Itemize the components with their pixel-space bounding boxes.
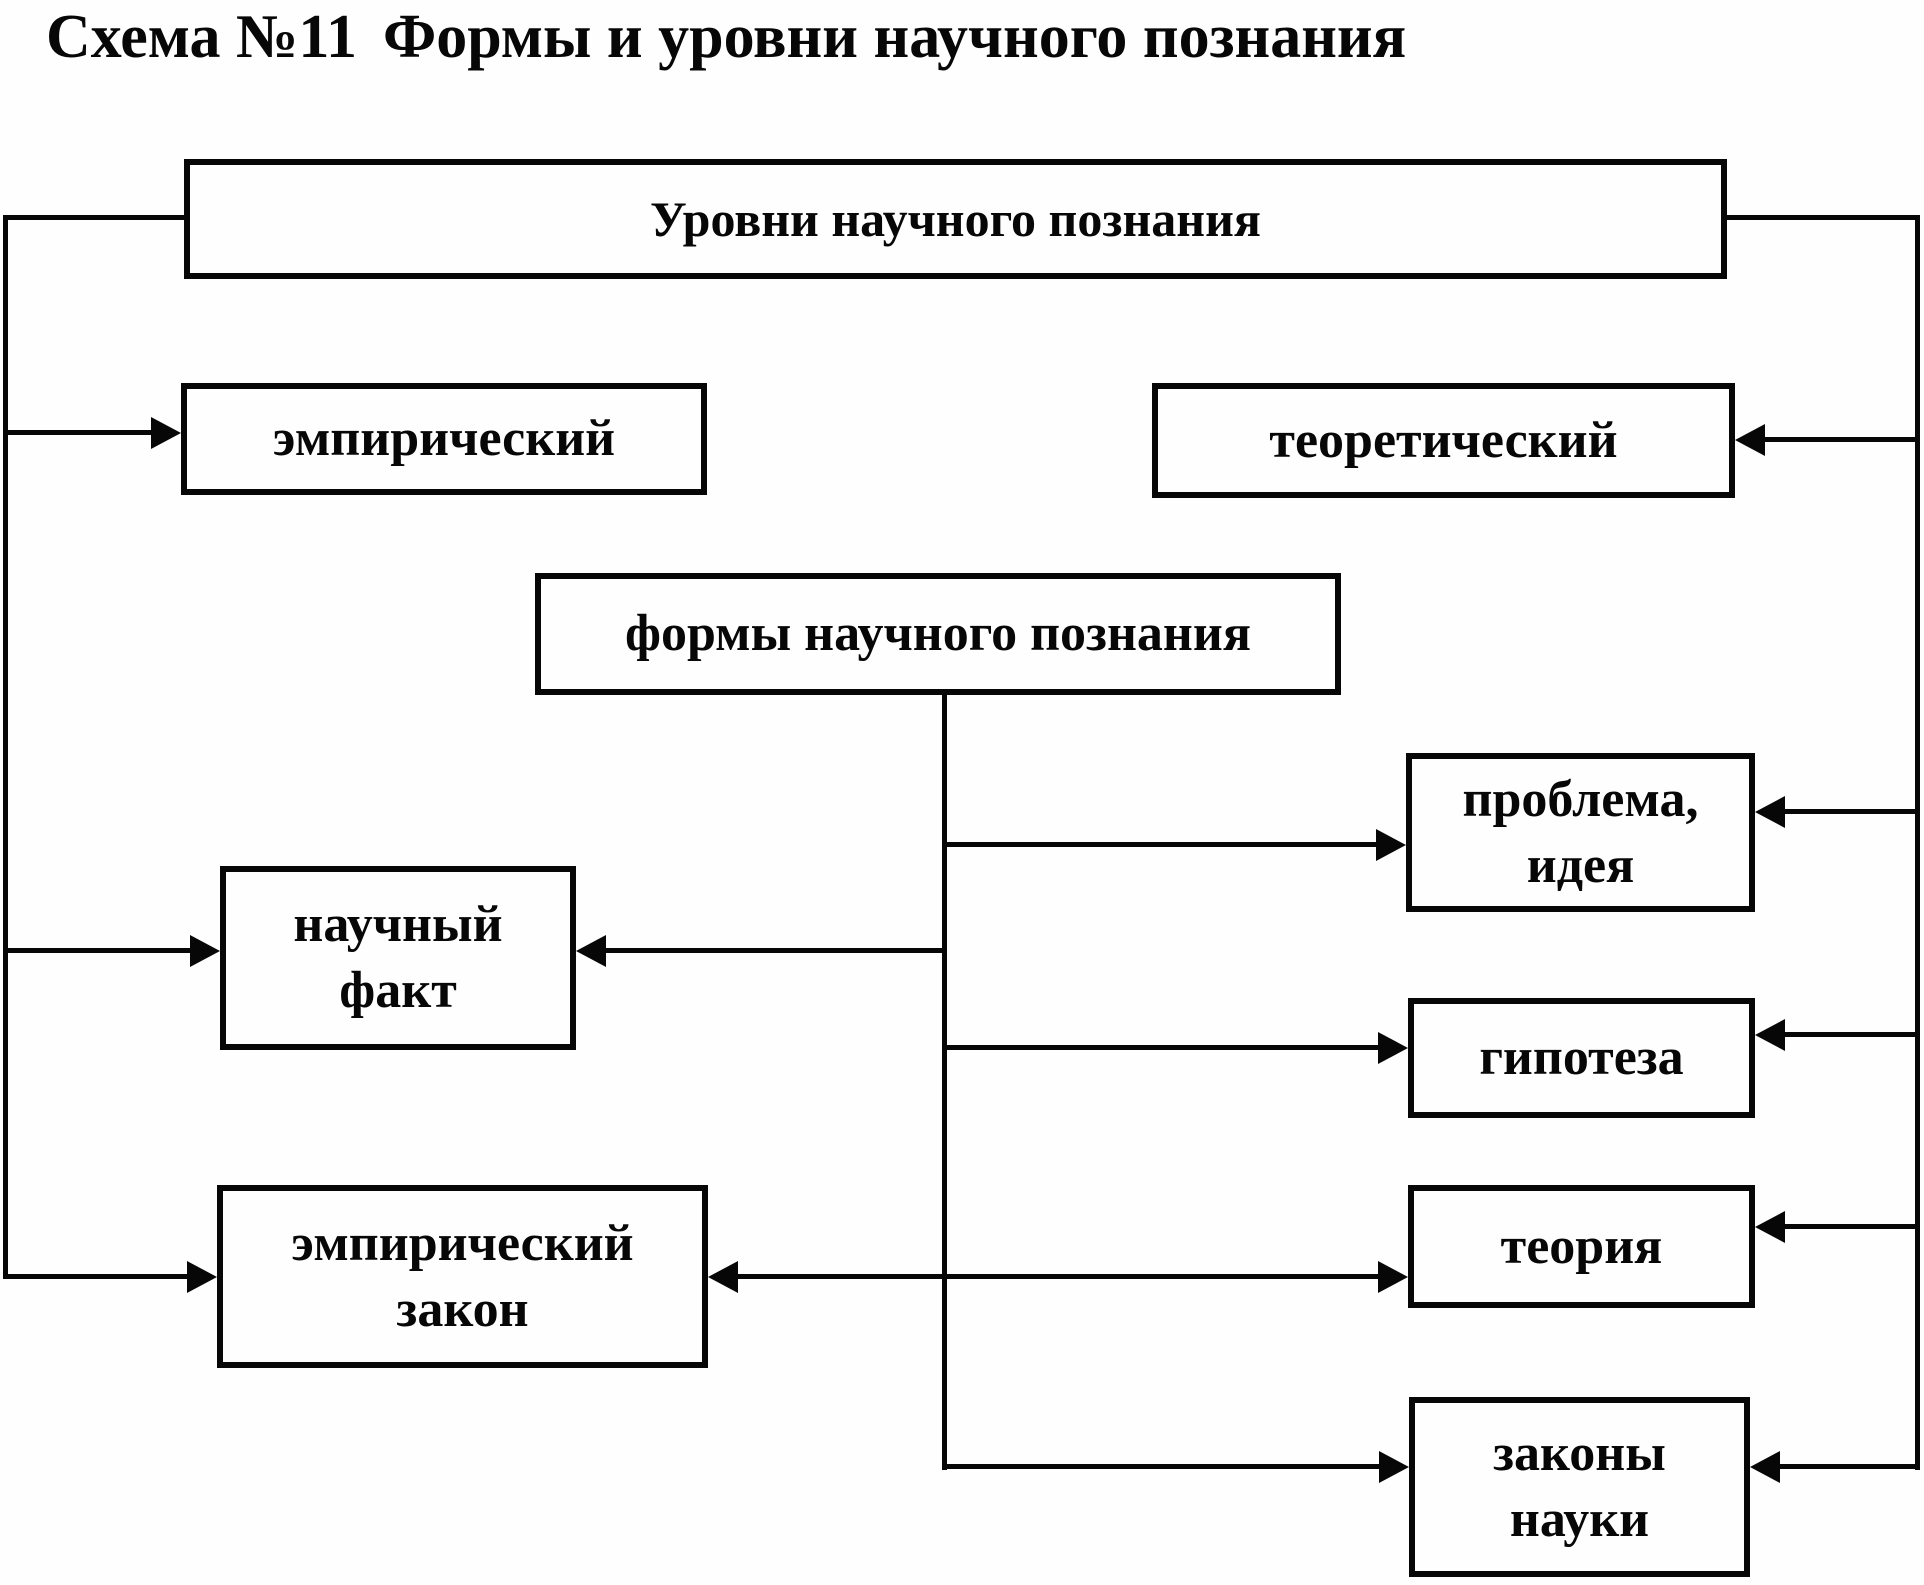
connector-forms-to-problem-idea — [945, 842, 1378, 847]
node-problem-idea-label-line1: проблема, — [1462, 770, 1699, 828]
connector-forms-to-laws — [944, 1464, 1379, 1469]
node-problem-idea-label-line2: идея — [1526, 836, 1635, 894]
arrowhead-into-scientific-fact-right-icon — [576, 935, 606, 967]
connector-left-to-scientific-fact — [3, 948, 193, 953]
connector-levels-to-left-trunk — [3, 215, 184, 220]
arrowhead-into-empirical-law-left-icon — [187, 1261, 217, 1293]
arrowhead-into-hypothesis-right-icon — [1755, 1019, 1785, 1051]
node-forms: формы научного познания — [535, 573, 1341, 695]
arrowhead-into-theory-left-icon — [1378, 1261, 1408, 1293]
connector-right-to-theoretical — [1765, 437, 1917, 442]
connector-forms-to-empirical-law — [738, 1274, 945, 1279]
arrowhead-into-theory-right-icon — [1755, 1211, 1785, 1243]
node-empirical-law-label-line2: закон — [396, 1280, 529, 1338]
connector-forms-to-scientific-fact — [606, 948, 944, 953]
arrowhead-into-laws-left-icon — [1379, 1451, 1409, 1483]
arrowhead-into-laws-right-icon — [1750, 1451, 1780, 1483]
arrowhead-into-hypothesis-left-icon — [1378, 1032, 1408, 1064]
connector-right-to-theory — [1785, 1224, 1917, 1229]
node-theory: теория — [1408, 1185, 1755, 1308]
connector-right-to-problem-idea — [1785, 809, 1917, 814]
node-empirical: эмпирический — [181, 383, 707, 495]
node-laws-of-science-label-line2: науки — [1509, 1491, 1650, 1548]
diagram-title-text: Формы и уровни научного познания — [382, 3, 1407, 71]
connector-left-to-empirical — [3, 430, 153, 435]
node-problem-idea: проблема, идея — [1406, 753, 1755, 912]
node-forms-label: формы научного познания — [625, 605, 1251, 662]
node-laws-of-science: законы науки — [1409, 1397, 1750, 1577]
node-empirical-law: эмпирический закон — [217, 1185, 708, 1368]
arrowhead-into-problem-idea-right-icon — [1755, 796, 1785, 828]
right-trunk-line — [1915, 215, 1920, 1470]
arrowhead-into-empirical-icon — [151, 417, 181, 449]
node-theoretical: теоретический — [1152, 383, 1735, 498]
arrowhead-into-problem-idea-left-icon — [1376, 829, 1406, 861]
node-scientific-fact-label-line2: факт — [339, 962, 457, 1019]
connector-left-to-empirical-law — [3, 1274, 189, 1279]
node-hypothesis-label: гипотеза — [1479, 1029, 1684, 1086]
arrowhead-into-theoretical-icon — [1735, 424, 1765, 456]
node-levels-label: Уровни научного познания — [650, 191, 1261, 247]
connector-forms-to-hypothesis — [945, 1045, 1378, 1050]
node-hypothesis: гипотеза — [1408, 998, 1755, 1118]
arrowhead-into-scientific-fact-left-icon — [190, 935, 220, 967]
diagram-title-number: Схема №11 — [46, 3, 357, 71]
connector-right-to-hypothesis — [1785, 1032, 1917, 1037]
connector-levels-to-right-trunk — [1721, 215, 1920, 220]
connector-forms-to-theory — [945, 1274, 1378, 1279]
left-trunk-line — [3, 215, 8, 1279]
node-laws-of-science-label-line1: законы — [1493, 1425, 1666, 1482]
forms-trunk-line — [942, 691, 947, 1470]
connector-right-to-laws — [1780, 1464, 1917, 1469]
node-scientific-fact-label-line1: научный — [293, 896, 503, 953]
diagram-title: Схема №11 Формы и уровни научного познани… — [46, 2, 1406, 73]
node-theoretical-label: теоретический — [1269, 411, 1618, 469]
arrowhead-into-empirical-law-right-icon — [708, 1261, 738, 1293]
node-scientific-fact: научный факт — [220, 866, 576, 1050]
node-theory-label: теория — [1500, 1217, 1663, 1275]
node-empirical-law-label-line1: эмпирический — [291, 1214, 634, 1272]
node-levels: Уровни научного познания — [184, 159, 1727, 279]
node-empirical-label: эмпирический — [272, 410, 616, 467]
